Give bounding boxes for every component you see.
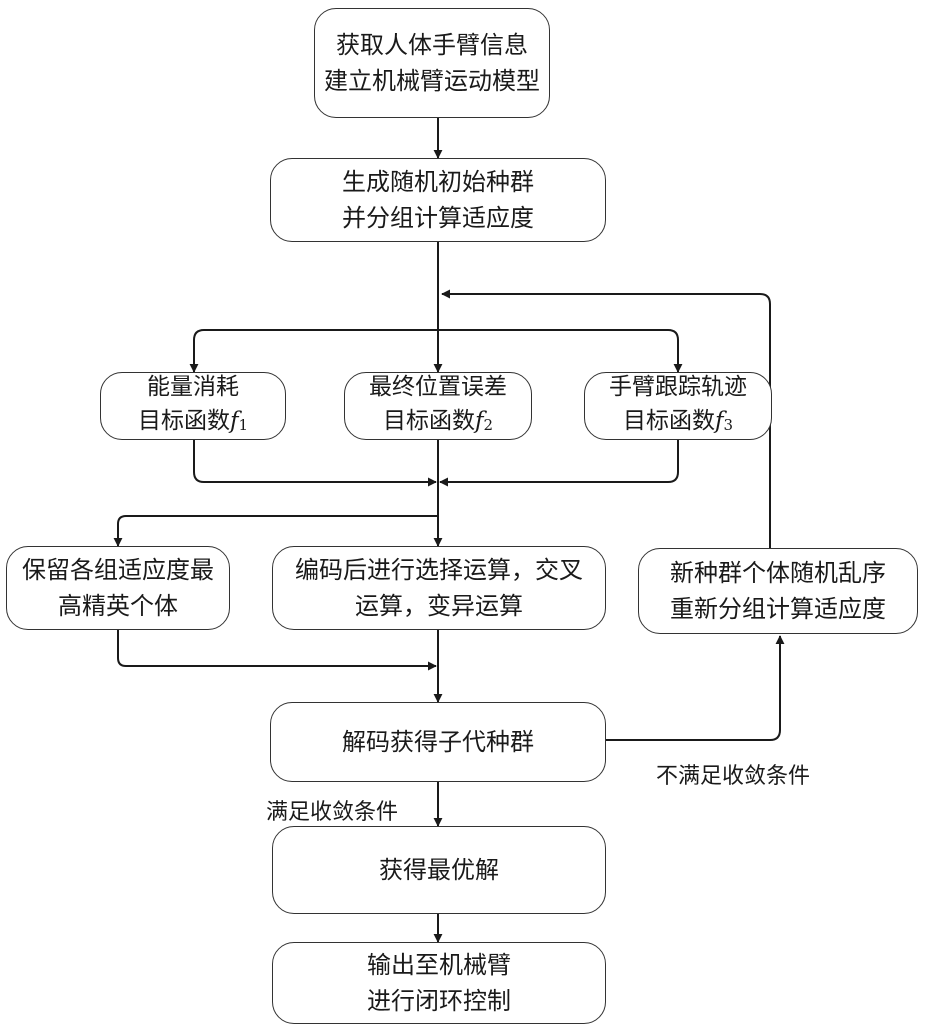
label-converged: 满足收敛条件 — [266, 794, 398, 826]
node-text-line: 重新分组计算适应度 — [670, 591, 886, 627]
node-genetic-operations: 编码后进行选择运算，交叉 运算，变异运算 — [272, 546, 606, 630]
node-objective-position-error: 最终位置误差 目标函数f2 — [344, 372, 532, 440]
arrow-to-obj3 — [438, 330, 678, 372]
line-elite-merge — [118, 630, 436, 666]
node-text-line: 建立机械臂运动模型 — [324, 63, 540, 99]
line-obj3-merge — [440, 440, 678, 482]
node-text-line: 运算，变异运算 — [355, 588, 523, 624]
node-decode-offspring: 解码获得子代种群 — [270, 702, 606, 782]
function-symbol: f1 — [230, 408, 248, 434]
node-text-line: 解码获得子代种群 — [342, 724, 534, 760]
node-text-line: 高精英个体 — [58, 588, 178, 624]
node-keep-elite: 保留各组适应度最 高精英个体 — [6, 546, 230, 630]
arrow-to-elite — [118, 482, 438, 546]
node-output-control: 输出至机械臂 进行闭环控制 — [272, 942, 606, 1024]
node-text-line: 输出至机械臂 — [367, 947, 511, 983]
node-text-part: 目标函数 — [383, 408, 475, 434]
node-text-line: 保留各组适应度最 — [22, 552, 214, 588]
arrow-to-obj1 — [194, 330, 438, 372]
node-text-line: 目标函数f1 — [138, 404, 248, 442]
node-text-line: 目标函数f2 — [383, 404, 493, 442]
node-acquire-arm-info: 获取人体手臂信息 建立机械臂运动模型 — [314, 8, 550, 118]
node-text-line: 编码后进行选择运算，交叉 — [295, 552, 583, 588]
node-text-line: 获取人体手臂信息 — [336, 27, 528, 63]
node-init-population: 生成随机初始种群 并分组计算适应度 — [270, 158, 606, 242]
node-shuffle-regroup: 新种群个体随机乱序 重新分组计算适应度 — [638, 548, 918, 634]
function-symbol: f3 — [715, 408, 733, 434]
node-text-line: 手臂跟踪轨迹 — [609, 370, 747, 404]
node-objective-tracking: 手臂跟踪轨迹 目标函数f3 — [584, 372, 772, 440]
node-text-line: 获得最优解 — [379, 852, 499, 888]
node-text-part: 目标函数 — [623, 408, 715, 434]
node-text-line: 能量消耗 — [147, 370, 239, 404]
node-text-line: 生成随机初始种群 — [342, 164, 534, 200]
function-symbol: f2 — [475, 408, 493, 434]
node-text-line: 进行闭环控制 — [367, 983, 511, 1019]
node-text-part: 目标函数 — [138, 408, 230, 434]
node-text-line: 新种群个体随机乱序 — [670, 555, 886, 591]
label-not-converged: 不满足收敛条件 — [656, 758, 810, 790]
node-objective-energy: 能量消耗 目标函数f1 — [100, 372, 286, 440]
function-subscript: 2 — [483, 416, 493, 434]
node-text-line: 并分组计算适应度 — [342, 200, 534, 236]
node-text-line: 最终位置误差 — [369, 370, 507, 404]
node-optimal-solution: 获得最优解 — [272, 826, 606, 914]
function-subscript: 1 — [238, 416, 248, 434]
node-text-line: 目标函数f3 — [623, 404, 733, 442]
arrow-decode-to-shuffle — [606, 636, 780, 740]
line-obj1-merge — [194, 440, 436, 482]
function-subscript: 3 — [723, 416, 733, 434]
